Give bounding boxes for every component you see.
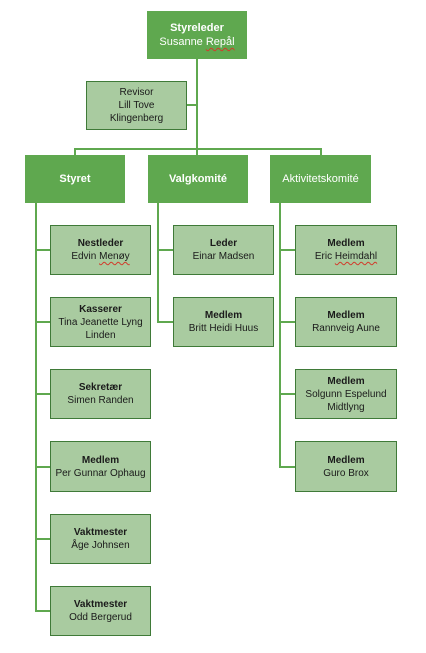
auditor-title: Revisor: [119, 87, 154, 98]
activity-member-box: Medlem Solgunn Espelund Midtlyng: [295, 369, 397, 419]
name-part-flagged: Menøy: [99, 251, 130, 262]
connector-line: [196, 58, 198, 149]
activity-member-title: Medlem: [327, 238, 365, 249]
auditor-name-line1: Lill Tove: [118, 100, 155, 111]
board-member-name: Simen Randen: [67, 395, 134, 406]
board-member-name: Odd Bergerud: [69, 612, 132, 623]
board-member-name: Edvin Menøy: [71, 250, 129, 263]
connector-line: [279, 203, 281, 467]
name-part: Edvin: [71, 251, 100, 262]
connector-line: [35, 203, 37, 612]
nomination-member-box: Medlem Britt Heidi Huus: [173, 297, 274, 347]
board-member-title: Vaktmester: [73, 527, 128, 538]
board-member-name: Per Gunnar Ophaug: [55, 467, 145, 480]
connector-line: [279, 393, 295, 395]
nomination-member-box: Leder Einar Madsen: [173, 225, 274, 275]
board-member-box: Vaktmester Odd Bergerud: [50, 586, 151, 636]
nomination-member-name: Einar Madsen: [192, 251, 255, 262]
connector-line: [196, 148, 198, 155]
activity-member-box: Medlem Rannveig Aune: [295, 297, 397, 347]
chair-title: Styreleder: [170, 22, 224, 34]
activity-member-title: Medlem: [327, 310, 365, 321]
group-board-box: Styret: [25, 155, 125, 203]
name-part: Per Gunnar: [55, 467, 110, 479]
activity-member-name-line2: Midtlyng: [327, 401, 365, 413]
connector-line: [279, 249, 295, 251]
activity-member-name: Eric Heimdahl: [315, 250, 377, 263]
chair-name-first: Susanne: [159, 36, 206, 48]
connector-line: [35, 610, 50, 612]
activity-member-title: Medlem: [327, 454, 365, 466]
group-activity-label: Aktivitetskomité: [282, 173, 359, 185]
group-board-label: Styret: [59, 173, 91, 185]
board-member-title: Medlem: [81, 454, 120, 466]
board-member-box: Sekretær Simen Randen: [50, 369, 151, 419]
name-part: Ophaug: [109, 467, 146, 479]
name-part: Eric: [314, 251, 335, 262]
group-activity-box: Aktivitetskomité: [270, 155, 371, 203]
chair-box: Styreleder Susanne Repål: [147, 11, 247, 59]
board-member-box: Vaktmester Åge Johnsen: [50, 514, 151, 564]
activity-member-title: Medlem: [327, 375, 365, 387]
board-member-name-line1: Tina Jeanette Lyng: [58, 316, 143, 328]
connector-line: [187, 104, 198, 106]
activity-member-name-line1: Solgunn Espelund: [305, 388, 386, 401]
connector-line: [35, 538, 50, 540]
connector-line: [157, 321, 173, 323]
chair-name-last: Repål: [205, 36, 235, 48]
board-member-title: Nestleder: [77, 238, 124, 249]
name-part: Solgunn: [305, 388, 345, 400]
board-member-title: Vaktmester: [73, 599, 128, 610]
connector-line: [279, 466, 295, 468]
name-part: Espelund: [344, 388, 387, 400]
nomination-member-title: Medlem: [204, 310, 243, 321]
board-member-name: Åge Johnsen: [71, 540, 130, 551]
nomination-member-name: Britt Heidi Huus: [188, 323, 259, 334]
auditor-name-line2: Klingenberg: [109, 113, 164, 124]
connector-line: [74, 148, 76, 155]
board-member-box: Kasserer Tina Jeanette Lyng Linden: [50, 297, 151, 347]
group-nomination-label: Valgkomité: [168, 173, 228, 185]
group-nomination-box: Valgkomité: [148, 155, 248, 203]
connector-line: [35, 249, 50, 251]
connector-line: [35, 393, 50, 395]
connector-line: [157, 249, 173, 251]
board-member-title: Kasserer: [79, 303, 122, 315]
activity-member-name: Guro Brox: [323, 467, 369, 479]
connector-line: [35, 321, 50, 323]
connector-line: [35, 466, 50, 468]
board-member-name-line2: Linden: [85, 329, 116, 341]
connector-line: [279, 321, 295, 323]
connector-line: [157, 203, 159, 323]
activity-member-name: Rannveig Aune: [312, 323, 380, 334]
activity-member-box: Medlem Guro Brox: [295, 441, 397, 492]
chair-name: Susanne Repål: [159, 35, 234, 49]
connector-line: [320, 148, 322, 155]
board-member-box: Nestleder Edvin Menøy: [50, 225, 151, 275]
name-part-flagged: Heimdahl: [334, 251, 378, 262]
activity-member-box: Medlem Eric Heimdahl: [295, 225, 397, 275]
board-member-box: Medlem Per Gunnar Ophaug: [50, 441, 151, 492]
nomination-member-title: Leder: [209, 238, 238, 249]
board-member-title: Sekretær: [78, 382, 123, 393]
auditor-box: Revisor Lill Tove Klingenberg: [86, 81, 187, 130]
